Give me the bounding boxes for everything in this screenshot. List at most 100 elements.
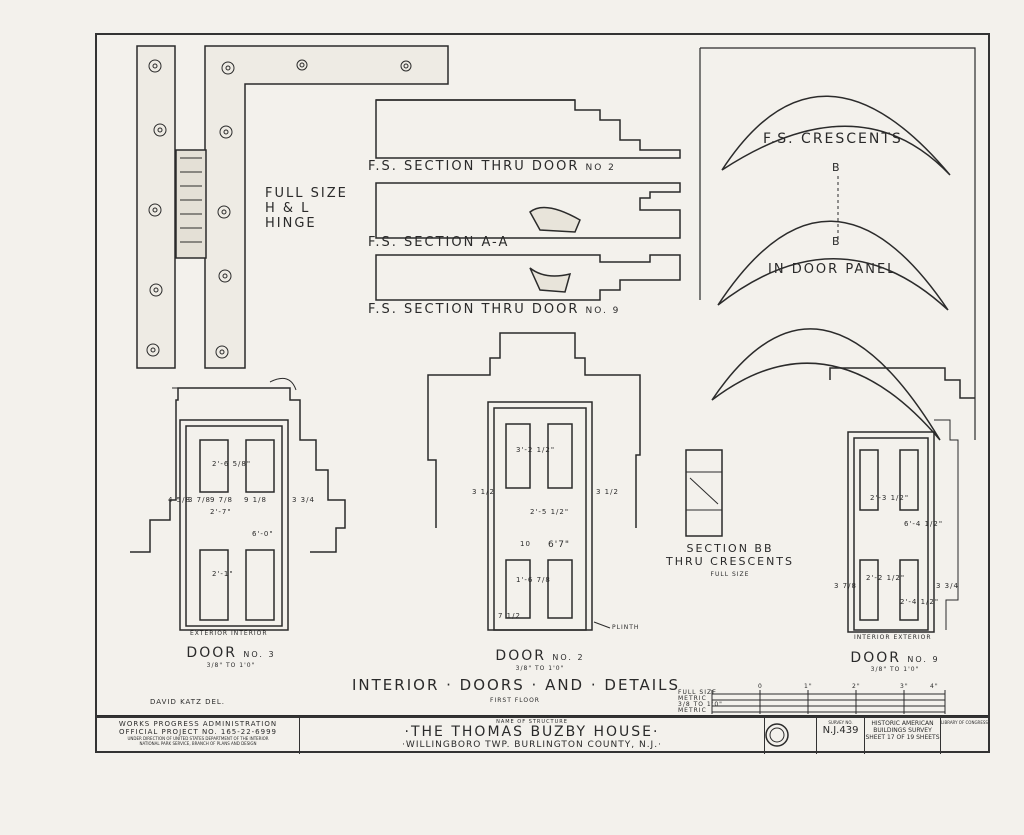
section-door2-text: F.S. SECTION THRU DOOR — [368, 159, 580, 174]
structure-location: ·WILLINGBORO TWP. BURLINGTON COUNTY, N.J… — [402, 740, 662, 750]
door2-title-text: DOOR — [495, 648, 546, 664]
wpa-line4: NATIONAL PARK SERVICE, BRANCH OF PLANS A… — [139, 741, 257, 746]
door2-dim-1: 3'-2 1/2" — [516, 446, 556, 454]
door2-drawing — [427, 332, 641, 631]
scale-label-3: 3/8 TO 1'0" — [678, 701, 723, 708]
door2-plinth: PLINTH — [612, 624, 640, 631]
scale-tick-2: 1" — [804, 683, 813, 690]
section-aa-label: F.S. SECTION A-A — [368, 235, 510, 250]
door9-sublabel: INTERIOR EXTERIOR — [854, 634, 932, 641]
wpa-line1: WORKS PROGRESS ADMINISTRATION — [118, 720, 278, 728]
crescents-title: F.S. CRESCENTS — [763, 131, 903, 147]
door3-dim-7: 4 5/8 — [168, 496, 191, 504]
door9-dim-1: 2'-3 1/2" — [870, 494, 910, 502]
door2-dim-4: 3 1/2 — [472, 488, 495, 496]
wpa-line2: OFFICIAL PROJECT NO. 165-22-6999 — [118, 728, 277, 736]
drawn-by: DAVID KATZ DEL. — [150, 698, 226, 706]
door3-dim-2: 9 7/8 — [210, 496, 233, 504]
door2-dim-6: 10 — [520, 540, 531, 548]
scale-tick-1: 0 — [758, 683, 763, 690]
door3-dim-8: 6'-0" — [252, 530, 274, 538]
door3-dim-5: 3 7/8 — [188, 496, 211, 504]
habs-line2: BUILDINGS SURVEY — [873, 727, 932, 734]
door3-dim-1: 2'-6 5/8" — [212, 460, 252, 468]
seal-icon — [765, 723, 789, 747]
section-door2-number: NO 2 — [585, 163, 616, 173]
sheet-subtitle: FIRST FLOOR — [490, 697, 540, 704]
door9-dim-4: 2'-2 1/2" — [866, 574, 906, 582]
sheet-title: INTERIOR · DOORS · AND · DETAILS — [352, 676, 681, 694]
scale-bar-drawing — [711, 690, 946, 714]
door9-dim-2: 6'-4 1/2" — [904, 520, 944, 528]
section-bb-line2: THRU CRESCENTS — [666, 555, 794, 568]
scale-bar-labels: FULL SIZE METRIC 3/8 TO 1'0" METRIC — [678, 690, 723, 714]
title-block: WORKS PROGRESS ADMINISTRATION OFFICIAL P… — [97, 716, 988, 754]
scale-label-1: FULL SIZE — [678, 689, 717, 696]
door3-scale: 3/8" TO 1'0" — [206, 662, 256, 669]
crescents-drawing — [711, 95, 951, 441]
seal-cell — [764, 718, 816, 754]
section-door9-drawing — [375, 254, 681, 301]
survey-label: SURVEY NO. — [828, 720, 853, 725]
crescents-subtitle: IN DOOR PANEL — [768, 262, 897, 277]
door9-dim-6: 3 3/4 — [936, 582, 959, 590]
section-door9-text: F.S. SECTION THRU DOOR — [368, 302, 580, 317]
section-bb-label: SECTION BB THRU CRESCENTS FULL SIZE — [660, 542, 800, 581]
scale-label-4: METRIC — [678, 707, 707, 714]
wpa-cell: WORKS PROGRESS ADMINISTRATION OFFICIAL P… — [97, 718, 299, 754]
scale-tick-3: 2" — [852, 683, 861, 690]
habs-line1: HISTORIC AMERICAN — [871, 720, 934, 727]
door2-dim-5: 3 1/2 — [596, 488, 619, 496]
structure-name: ·THE THOMAS BUZBY HOUSE· — [404, 724, 660, 740]
habs-cell: HISTORIC AMERICAN BUILDINGS SURVEY SHEET… — [864, 718, 940, 754]
index-cell: LIBRARY OF CONGRESS — [940, 718, 988, 754]
sheet-border — [95, 33, 990, 753]
section-door2-drawing — [375, 99, 681, 159]
door9-drawing — [829, 367, 975, 633]
door2-dim-2: 2'-5 1/2" — [530, 508, 570, 516]
crescent-mark-bottom: B — [832, 235, 841, 248]
door2-scale: 3/8" TO 1'0" — [515, 665, 565, 672]
door3-dim-4: 9 1/8 — [244, 496, 267, 504]
door9-dim-5: 3 7/8 — [834, 582, 857, 590]
door3-drawing — [130, 377, 346, 631]
door9-dim-3: 2'-4 1/2" — [900, 598, 940, 606]
survey-number: N.J.439 — [822, 725, 859, 736]
hinge-label-line1: FULL SIZE — [265, 186, 348, 201]
door2-dim-3: 6'7" — [548, 540, 571, 550]
door3-title: DOOR NO. 3 — [176, 645, 286, 661]
hinge-drawing — [136, 45, 449, 369]
structure-name-label: NAME OF STRUCTURE — [496, 719, 568, 725]
section-door9-number: NO. 9 — [585, 306, 621, 316]
wpa-line3: UNDER DIRECTION OF UNITED STATES DEPARTM… — [127, 736, 269, 741]
index-note: LIBRARY OF CONGRESS — [941, 720, 988, 725]
door3-sublabel: EXTERIOR INTERIOR — [190, 630, 268, 637]
door2-dim-8: 7 1/2 — [498, 612, 521, 620]
door2-dim-7: 1'-6 7/8 — [516, 576, 551, 584]
door3-title-text: DOOR — [186, 645, 237, 661]
door2-title: DOOR NO. 2 — [485, 648, 595, 664]
scale-tick-4: 3" — [900, 683, 909, 690]
section-door2-label: F.S. SECTION THRU DOOR NO 2 — [368, 159, 616, 174]
door3-dim-9: 2'-1" — [212, 570, 234, 578]
crescent-mark-top: B — [832, 161, 841, 174]
door9-title-text: DOOR — [850, 650, 901, 666]
sheet-number: SHEET 17 OF 19 SHEETS — [865, 734, 940, 741]
door9-title: DOOR NO. 9 — [840, 650, 950, 666]
section-bb-line3: FULL SIZE — [710, 571, 750, 578]
crescent-panel-border — [700, 47, 976, 440]
section-bb-drawing — [685, 449, 723, 537]
door9-scale: 3/8" TO 1'0" — [870, 666, 920, 673]
hinge-label: FULL SIZE H & L HINGE — [265, 186, 348, 231]
scale-tick-5: 4" — [930, 683, 939, 690]
section-aa-drawing — [375, 182, 681, 239]
section-bb-line1: SECTION BB — [686, 542, 774, 555]
door3-number: NO. 3 — [243, 650, 276, 659]
section-door9-label: F.S. SECTION THRU DOOR NO. 9 — [368, 302, 620, 317]
scale-label-2: METRIC — [678, 695, 707, 702]
door3-dim-6: 3 3/4 — [292, 496, 315, 504]
hinge-label-line2: H & L — [265, 201, 311, 216]
hinge-label-line3: HINGE — [265, 216, 317, 231]
